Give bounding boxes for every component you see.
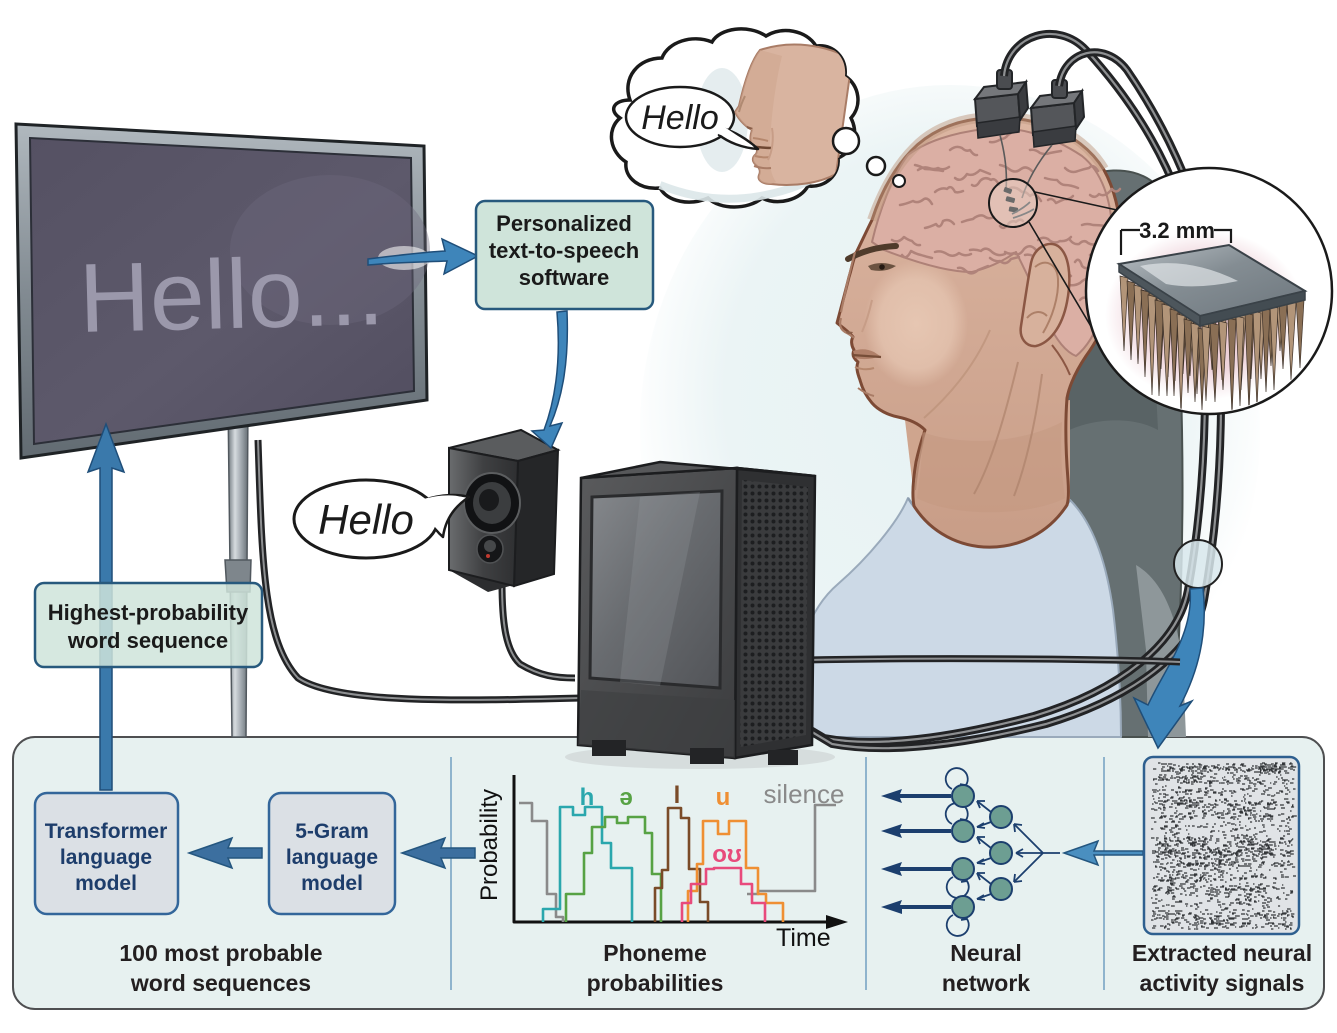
svg-text:3.2 mm: 3.2 mm bbox=[1139, 218, 1215, 243]
svg-text:language: language bbox=[60, 846, 152, 869]
svg-text:Phoneme: Phoneme bbox=[603, 940, 707, 966]
svg-text:Highest-probability: Highest-probability bbox=[48, 600, 249, 625]
svg-text:ə: ə bbox=[619, 784, 632, 811]
svg-text:h: h bbox=[580, 784, 595, 811]
svg-text:word sequence: word sequence bbox=[67, 628, 228, 653]
svg-text:network: network bbox=[942, 970, 1030, 996]
svg-text:model: model bbox=[301, 872, 363, 895]
svg-text:probabilities: probabilities bbox=[587, 970, 724, 996]
svg-text:activity signals: activity signals bbox=[1140, 970, 1305, 996]
svg-text:oʊ: oʊ bbox=[712, 841, 742, 868]
svg-text:Transformer: Transformer bbox=[45, 820, 168, 843]
svg-text:Extracted neural: Extracted neural bbox=[1132, 940, 1312, 966]
svg-text:software: software bbox=[519, 265, 609, 290]
svg-text:Probability: Probability bbox=[476, 789, 503, 901]
svg-text:5-Gram: 5-Gram bbox=[295, 820, 369, 843]
svg-text:model: model bbox=[75, 872, 137, 895]
svg-text:word sequences: word sequences bbox=[130, 970, 311, 996]
svg-text:Personalized: Personalized bbox=[496, 211, 632, 236]
svg-text:Hello: Hello bbox=[641, 99, 718, 137]
svg-text:100 most probable: 100 most probable bbox=[119, 940, 322, 966]
svg-text:Time: Time bbox=[776, 924, 831, 952]
svg-text:Neural: Neural bbox=[950, 940, 1022, 966]
svg-text:u: u bbox=[716, 784, 731, 811]
svg-text:Hello: Hello bbox=[318, 496, 414, 543]
svg-text:text-to-speech: text-to-speech bbox=[489, 238, 639, 263]
svg-text:language: language bbox=[286, 846, 378, 869]
svg-text:Hello...: Hello... bbox=[78, 235, 386, 353]
svg-text:silence: silence bbox=[764, 779, 845, 809]
svg-text:l: l bbox=[674, 782, 681, 809]
